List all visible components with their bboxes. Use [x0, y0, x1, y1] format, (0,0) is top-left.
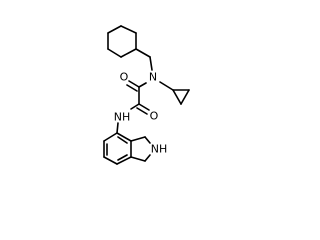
- bond: [126, 84, 138, 92]
- bond: [128, 80, 140, 88]
- bond: [144, 154, 151, 162]
- bond: [138, 103, 150, 111]
- bond: [120, 25, 137, 34]
- bond: [103, 132, 118, 142]
- bond: [103, 156, 118, 165]
- lower-oxygen-label: O: [150, 110, 159, 123]
- bond: [172, 89, 182, 105]
- oxalamide-core: [116, 80, 150, 134]
- bond: [107, 48, 122, 58]
- bond: [135, 48, 151, 58]
- bond: [116, 122, 119, 134]
- bond: [130, 156, 146, 162]
- bond: [120, 48, 137, 58]
- bond: [130, 103, 140, 110]
- bond: [144, 136, 151, 144]
- structure-diagram: N O O NH NH: [103, 25, 190, 165]
- bond: [136, 107, 148, 115]
- bond: [116, 156, 132, 165]
- pyrroline-ring: [130, 136, 151, 162]
- bond: [180, 89, 190, 105]
- upper-oxygen-label: O: [120, 71, 129, 84]
- bond: [138, 82, 147, 88]
- methylene-linker: [135, 48, 153, 71]
- isoindoline-nh-label: NH: [151, 143, 168, 156]
- bond: [130, 136, 146, 142]
- bond: [117, 136, 128, 144]
- bond: [117, 154, 128, 161]
- benzene-ring: [103, 132, 132, 165]
- bond: [149, 56, 153, 71]
- cyclohexane-ring: [107, 25, 137, 58]
- bond: [116, 132, 132, 142]
- bond: [159, 81, 174, 91]
- amide-nh-label: NH: [114, 111, 131, 124]
- cyclopropyl-ring: [159, 81, 190, 105]
- bond: [107, 25, 122, 34]
- molecule-drawing: N O O NH NH: [103, 25, 190, 165]
- amide-nitrogen-label: N: [149, 71, 157, 84]
